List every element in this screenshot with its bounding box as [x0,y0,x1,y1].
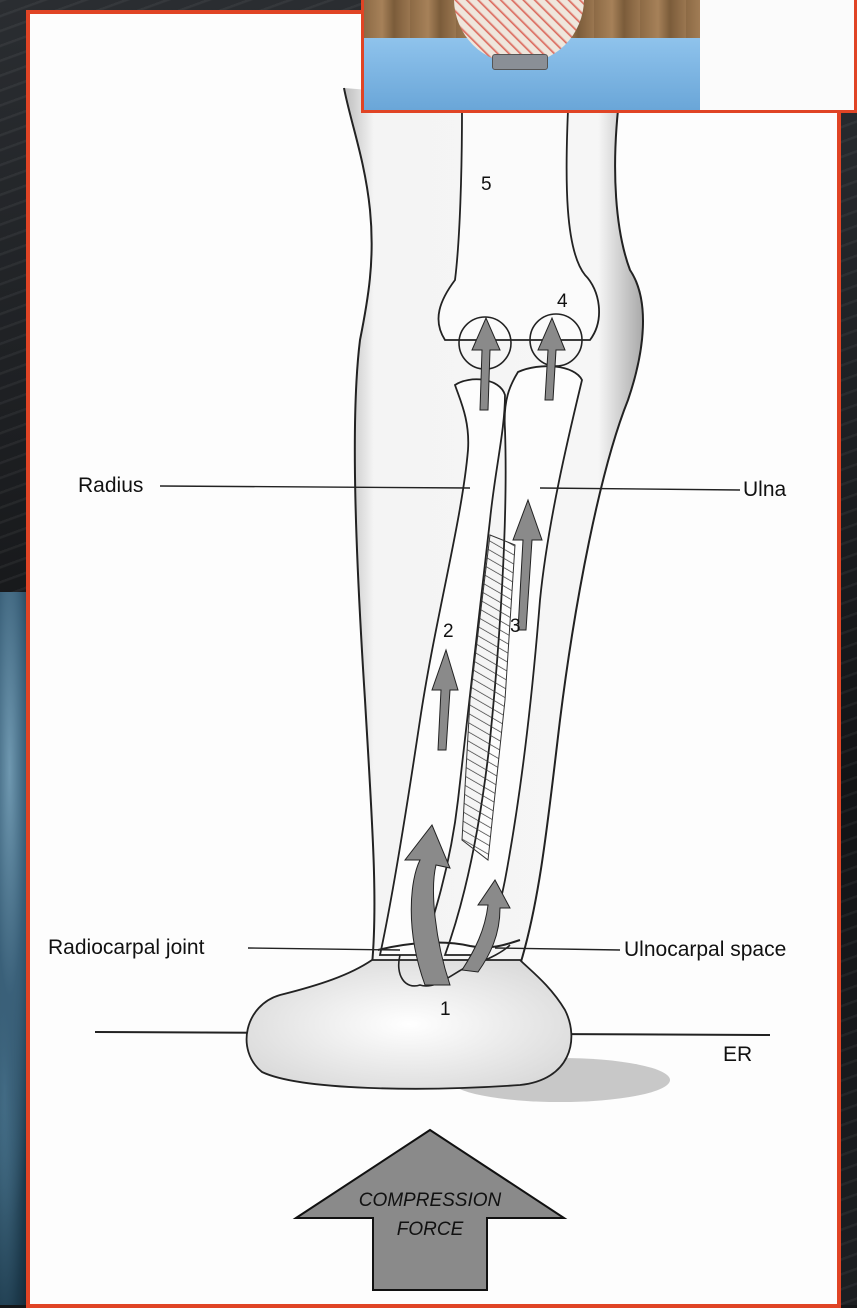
photo-white-area [700,0,857,113]
compression-force-label-line2: FORCE [330,1220,530,1239]
compression-force-label-line1: COMPRESSION [330,1191,530,1210]
photo-load-plate [492,54,548,70]
hand [247,960,572,1089]
label-radius: Radius [78,475,143,496]
load-path-number-3: 3 [510,617,521,636]
load-path-number-4: 4 [557,292,568,311]
label-radiocarpal-joint: Radiocarpal joint [48,937,204,958]
load-path-number-2: 2 [443,622,454,641]
photo-inset [361,0,857,113]
load-path-number-1: 1 [440,1000,451,1019]
forearm-diagram [30,14,833,1296]
label-er: ER [723,1044,752,1065]
label-ulnocarpal-space: Ulnocarpal space [624,939,786,960]
load-path-number-5: 5 [481,175,492,194]
label-ulna: Ulna [743,479,786,500]
